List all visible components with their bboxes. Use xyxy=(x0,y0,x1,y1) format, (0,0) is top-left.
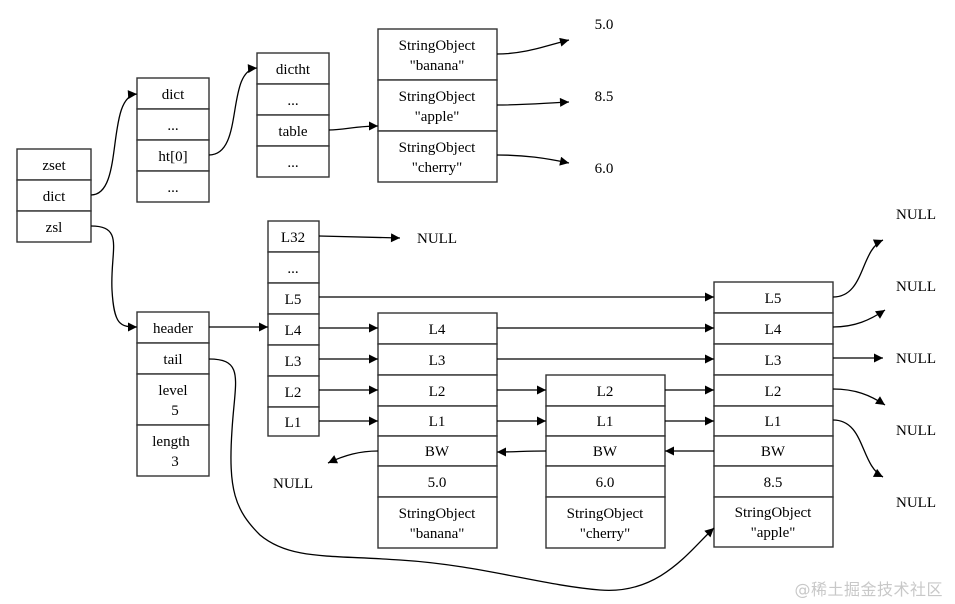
dictht-ellipsis-2: ... xyxy=(287,155,298,171)
banana-level-l2: L2 xyxy=(429,384,446,400)
edge-zset-dict xyxy=(90,90,138,196)
zskiplist-struct: header tail level 5 length 3 xyxy=(136,311,210,477)
edge-apple-l2-null xyxy=(832,388,886,406)
entry-cherry-value: "cherry" xyxy=(412,160,463,176)
tail-l3-null-label: NULL xyxy=(896,351,936,367)
dict-ellipsis-2: ... xyxy=(167,180,178,196)
tail-l1-null-label: NULL xyxy=(896,495,936,511)
dictht-struct: dictht ... table ... xyxy=(256,52,330,178)
edge-apple-l1-null xyxy=(832,419,884,478)
edge-tail-apple xyxy=(208,358,715,591)
header-level-l2: L2 xyxy=(285,385,302,401)
dictht-title: dictht xyxy=(276,62,311,78)
edge-cherry-score xyxy=(496,154,570,166)
apple-level-l3: L3 xyxy=(765,353,782,369)
header-level-l5: L5 xyxy=(285,292,302,308)
edges xyxy=(90,37,886,591)
apple-level-l4: L4 xyxy=(765,322,782,338)
dict-ht0-field: ht[0] xyxy=(158,149,187,165)
apple-level-l5: L5 xyxy=(765,291,782,307)
apple-obj-type: StringObject xyxy=(735,505,812,521)
entry-banana-score: 5.0 xyxy=(595,17,614,33)
edge-apple-score xyxy=(496,97,570,107)
header-level-ellipsis: ... xyxy=(287,261,298,277)
entry-cherry-score: 6.0 xyxy=(595,161,614,177)
cherry-level-l1: L1 xyxy=(597,414,614,430)
header-level-l1: L1 xyxy=(285,415,302,431)
banana-score: 5.0 xyxy=(428,475,447,491)
zset-dict-field: dict xyxy=(43,189,66,205)
dictht-table-field: table xyxy=(278,124,307,140)
zsl-level-label: level xyxy=(158,383,187,399)
entry-cherry-type: StringObject xyxy=(399,140,476,156)
dict-title: dict xyxy=(162,87,185,103)
header-level-l4: L4 xyxy=(285,323,302,339)
banana-obj-type: StringObject xyxy=(399,506,476,522)
apple-obj-value: "apple" xyxy=(751,525,796,541)
edge-table-entries xyxy=(328,121,379,131)
cherry-score: 6.0 xyxy=(596,475,615,491)
tail-l5-null-label: NULL xyxy=(896,207,936,223)
header-level-l32: L32 xyxy=(281,230,305,246)
l32-null-label: NULL xyxy=(417,231,457,247)
cherry-level-l2: L2 xyxy=(597,384,614,400)
banana-level-l1: L1 xyxy=(429,414,446,430)
edge-banana-score xyxy=(496,37,570,55)
entry-apple-type: StringObject xyxy=(399,89,476,105)
zset-title: zset xyxy=(42,158,66,174)
zsl-tail-field: tail xyxy=(163,352,182,368)
apple-level-l2: L2 xyxy=(765,384,782,400)
header-level-l3: L3 xyxy=(285,354,302,370)
backward-null-label: NULL xyxy=(273,476,313,492)
edge-apple-l4-null xyxy=(832,309,886,328)
tail-l4-null-label: NULL xyxy=(896,279,936,295)
node-apple: L5 L4 L3 L2 L1 BW 8.5 StringObject "appl… xyxy=(713,281,834,548)
edge-ht0-dictht xyxy=(208,64,258,156)
edge-l32-null xyxy=(318,233,401,243)
edge-zsl-header xyxy=(90,225,138,332)
banana-level-l4: L4 xyxy=(429,322,446,338)
banana-level-l3: L3 xyxy=(429,353,446,369)
zset-struct: zset dict zsl xyxy=(16,148,92,243)
banana-backward: BW xyxy=(425,444,450,460)
tail-l2-null-label: NULL xyxy=(896,423,936,439)
dict-ellipsis-1: ... xyxy=(167,118,178,134)
entry-apple-value: "apple" xyxy=(415,109,460,125)
entry-apple-score: 8.5 xyxy=(595,89,614,105)
zsl-length-label: length xyxy=(152,434,190,450)
apple-score: 8.5 xyxy=(764,475,783,491)
edge-apple-l5-null xyxy=(832,239,884,298)
zset-zsl-field: zsl xyxy=(46,220,63,236)
dict-entries: StringObject "banana" StringObject "appl… xyxy=(377,28,498,183)
cherry-backward: BW xyxy=(593,444,618,460)
zsl-length-value: 3 xyxy=(171,454,179,470)
header-node-levels: L32 ... L5 L4 L3 L2 L1 xyxy=(267,220,320,437)
entry-banana-value: "banana" xyxy=(410,58,465,74)
dict-struct: dict ... ht[0] ... xyxy=(136,77,210,203)
cherry-obj-type: StringObject xyxy=(567,506,644,522)
zsl-level-value: 5 xyxy=(171,403,179,419)
edge-cherry-bw-banana xyxy=(496,447,547,457)
banana-obj-value: "banana" xyxy=(410,526,465,542)
node-banana: L4 L3 L2 L1 BW 5.0 StringObject "banana" xyxy=(377,312,498,549)
zsl-header-field: header xyxy=(153,321,193,337)
apple-level-l1: L1 xyxy=(765,414,782,430)
entry-banana-type: StringObject xyxy=(399,38,476,54)
edge-banana-bw-null xyxy=(327,450,379,464)
watermark: @稀土掘金技术社区 xyxy=(794,580,943,599)
cherry-obj-value: "cherry" xyxy=(580,526,631,542)
apple-backward: BW xyxy=(761,444,786,460)
node-cherry: L2 L1 BW 6.0 StringObject "cherry" xyxy=(545,374,666,549)
dictht-ellipsis-1: ... xyxy=(287,93,298,109)
